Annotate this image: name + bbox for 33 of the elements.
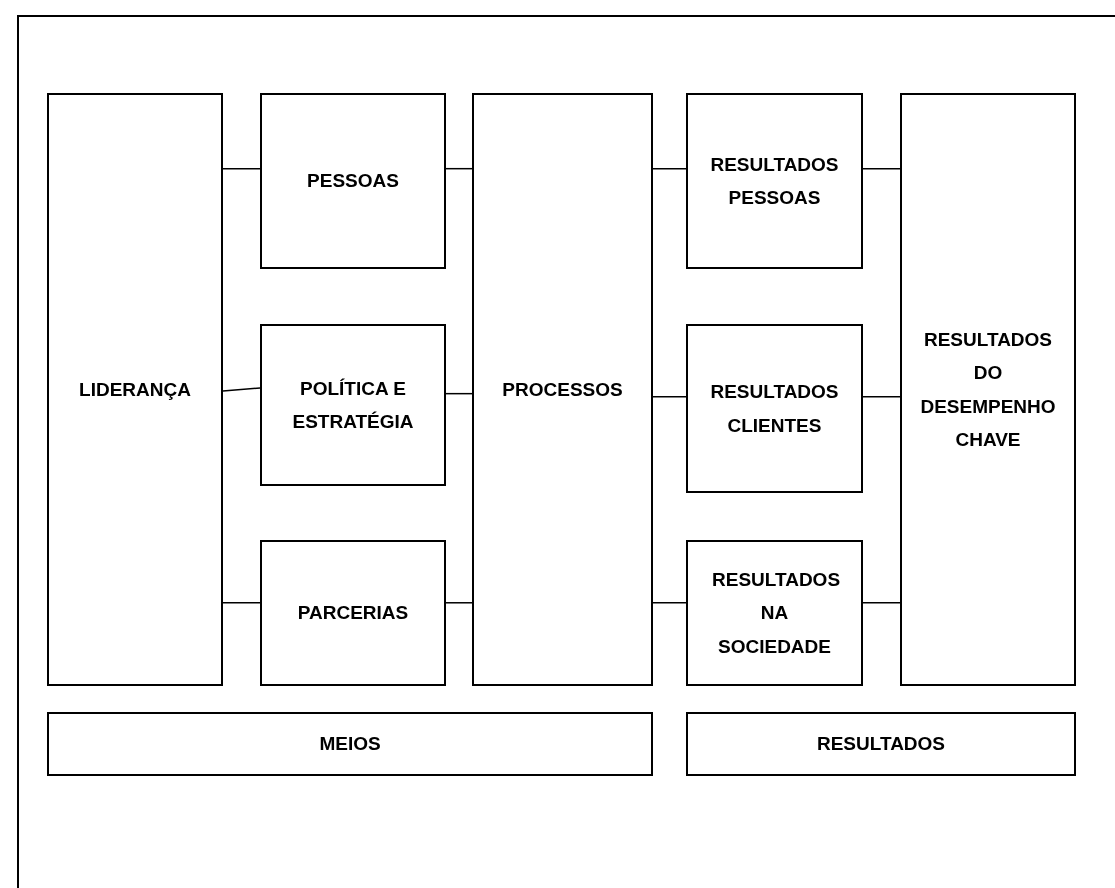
category-box [47,712,653,776]
connector-line [222,387,261,392]
category-box [260,540,446,686]
category-box [686,93,863,269]
connector-line [652,167,687,170]
box-label: RESULTADOS PESSOAS [709,152,840,210]
box-label: POLÍTICA E ESTRATÉGIA [291,376,415,434]
category-box [686,540,863,686]
box-label: PARCERIAS [297,601,409,626]
category-box [260,324,446,486]
category-box [472,93,653,686]
box-label: LIDERANÇA [79,377,191,402]
category-box [686,712,1076,776]
box-label: RESULTADOS CLIENTES [709,380,840,438]
connector-line [862,395,901,398]
box-label: RESULTADOS [816,732,946,757]
connector-line [222,167,261,170]
connector-line [652,395,687,398]
connector-line [445,602,473,604]
category-box [260,93,446,269]
box-label: PROCESSOS [502,377,623,402]
box-label: PESSOAS [307,169,399,194]
category-box [47,93,223,686]
connector-line [445,167,473,170]
connector-line [222,602,261,604]
connector-line [445,392,473,395]
connector-line [862,167,901,170]
box-label: MEIOS [319,732,381,757]
connector-line [652,602,687,604]
category-box [686,324,863,493]
box-label: RESULTADOS DO DESEMPENHO CHAVE [919,328,1057,452]
category-box [900,93,1076,686]
connector-line [862,602,901,604]
